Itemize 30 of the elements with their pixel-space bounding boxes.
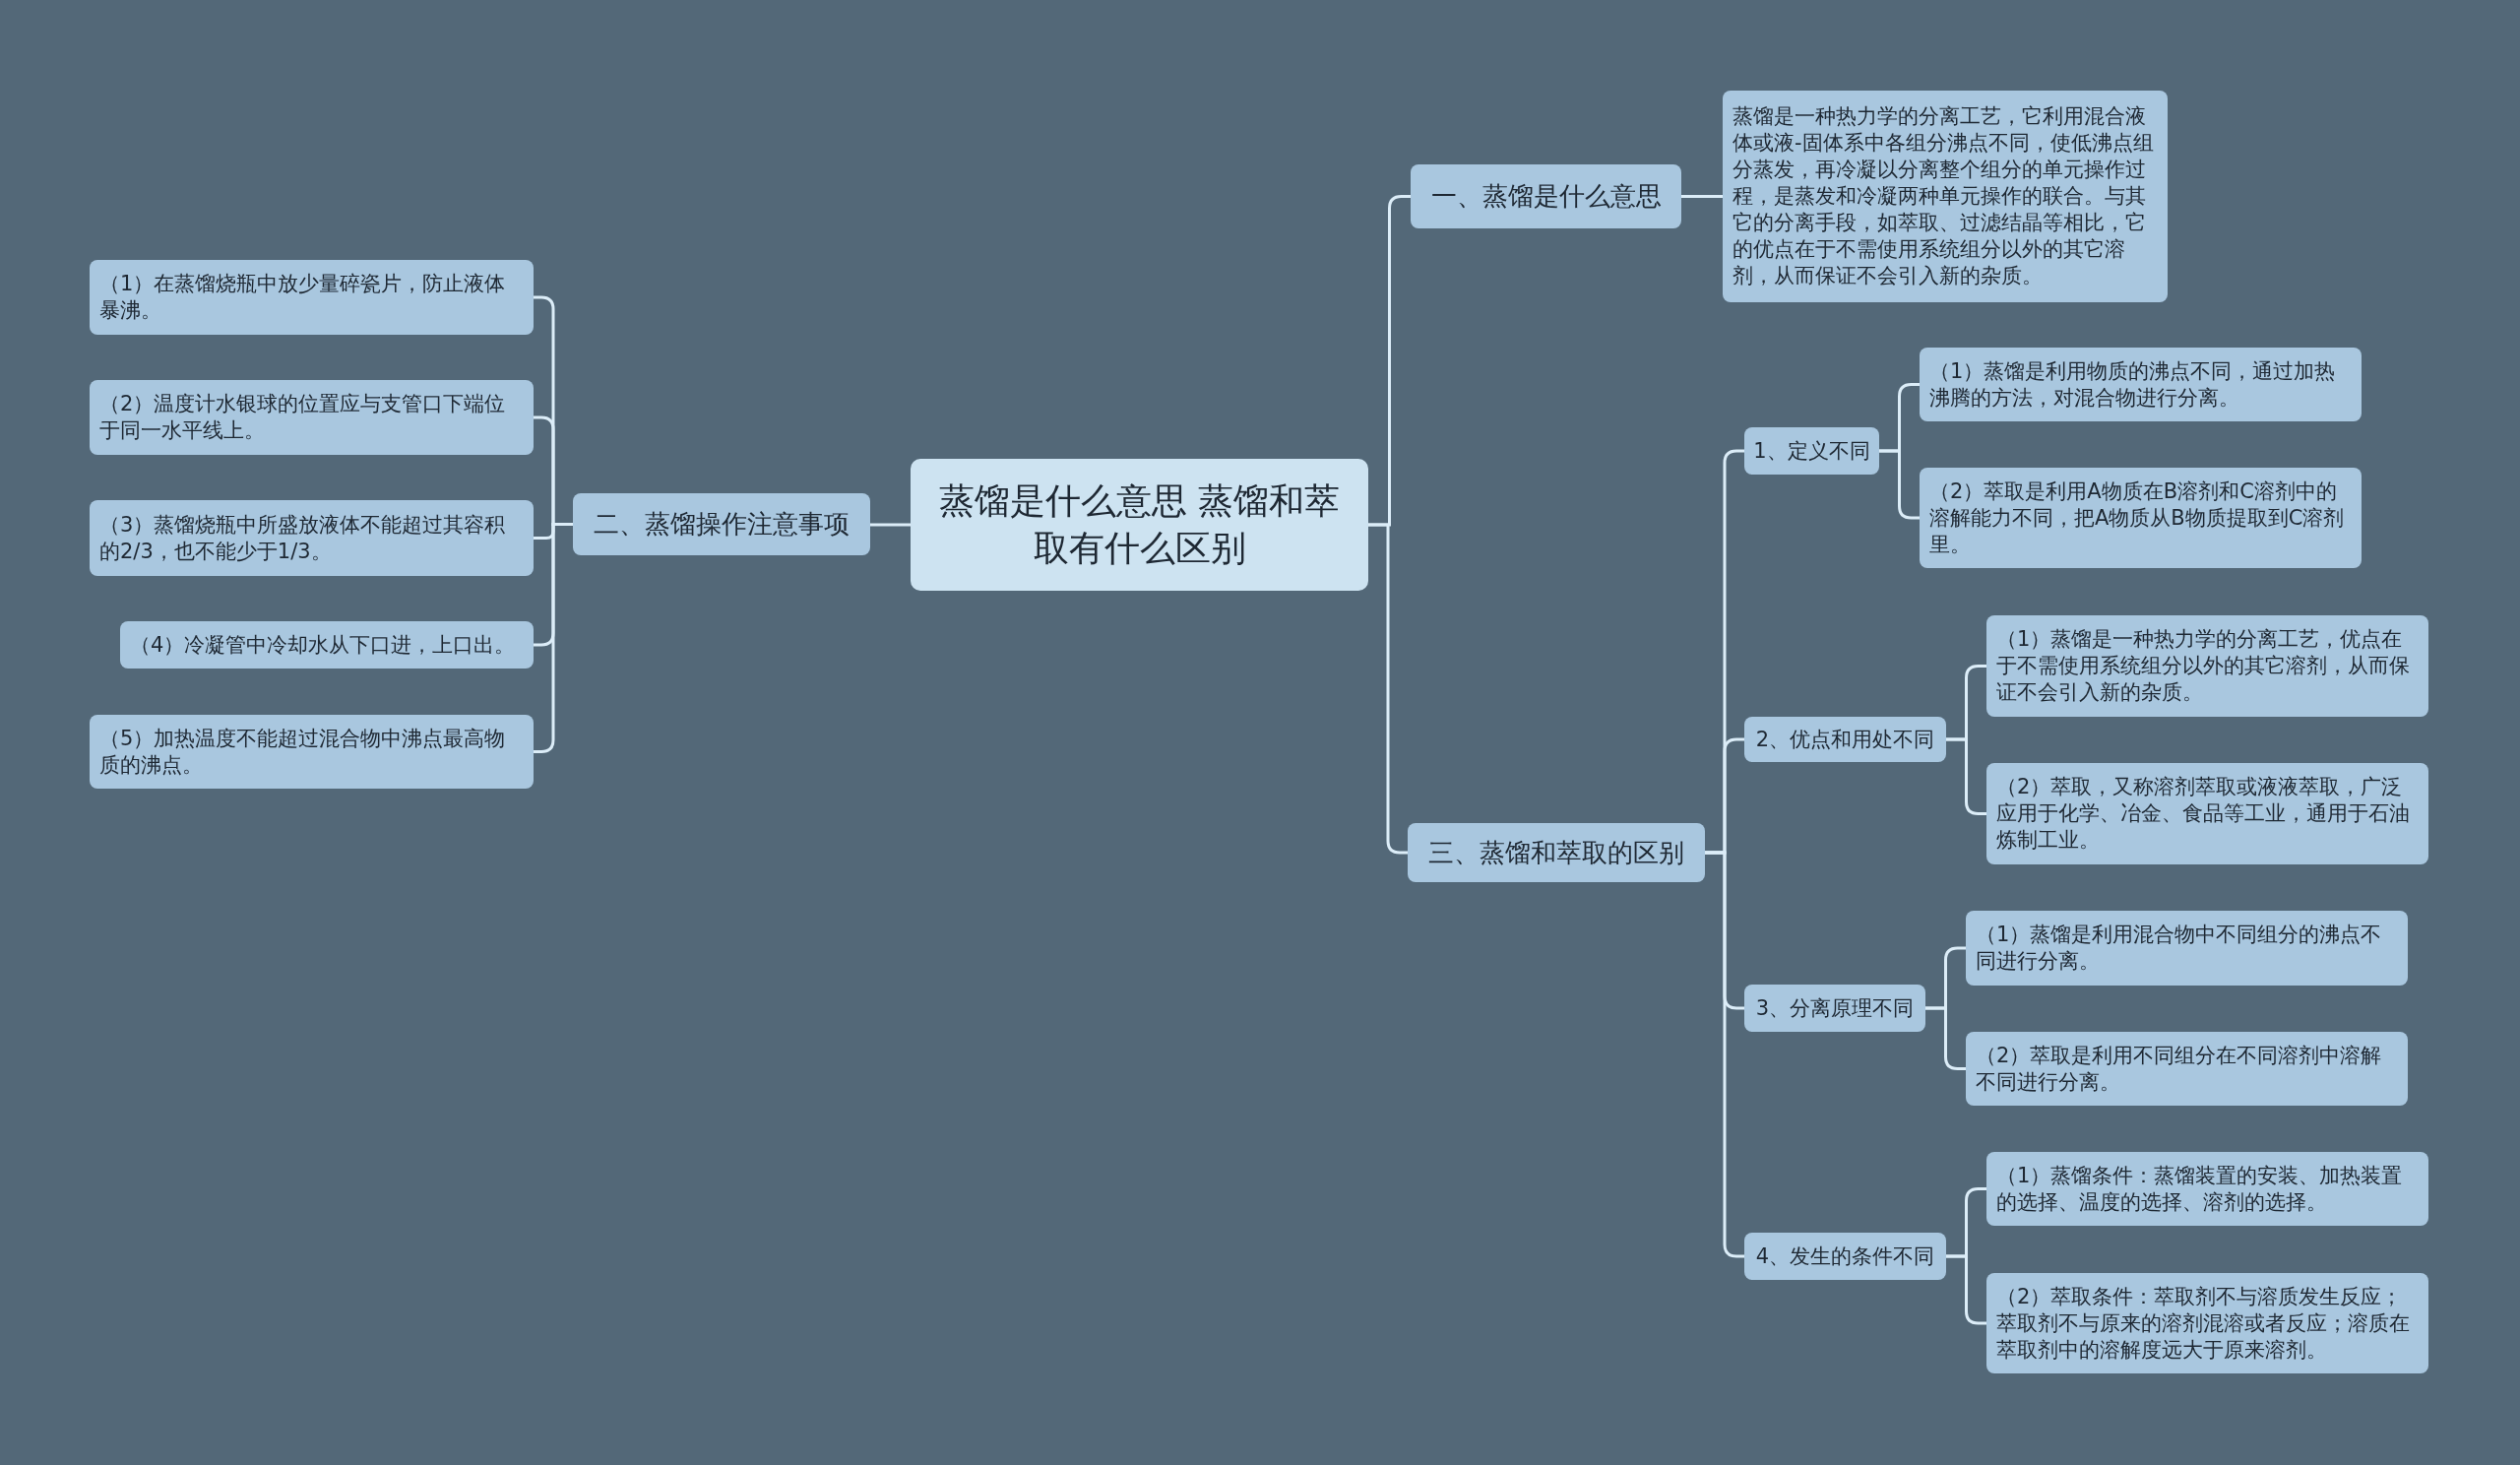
topic-box: 三、蒸馏和萃取的区别: [1408, 823, 1705, 882]
note-box: （4）冷凝管中冷却水从下口进，上口出。: [120, 621, 534, 669]
subtopic-box: 1、定义不同: [1744, 427, 1879, 475]
note-box: （1）蒸馏是利用物质的沸点不同，通过加热沸腾的方法，对混合物进行分离。: [1920, 348, 2362, 421]
topic-box: 一、蒸馏是什么意思: [1411, 164, 1681, 228]
note-box: （2）萃取，又称溶剂萃取或液液萃取，广泛应用于化学、冶金、食品等工业，通用于石油炼制工业。: [1986, 763, 2428, 864]
connector-line: [870, 523, 911, 527]
connector-line: [1946, 1254, 1986, 1325]
connector-line: [1705, 851, 1744, 1258]
central-topic-box: 蒸馏是什么意思 蒸馏和萃取有什么区别: [911, 459, 1368, 591]
note-box: （1）蒸馏是一种热力学的分离工艺，优点在于不需使用系统组分以外的其它溶剂，从而保证不会引入新的杂质。: [1986, 615, 2428, 717]
topic-box: 二、蒸馏操作注意事项: [573, 493, 870, 555]
note-box: （5）加热温度不能超过混合物中沸点最高物质的沸点。: [90, 715, 534, 789]
connector-line: [1925, 1006, 1966, 1070]
connector-line: [1681, 195, 1723, 198]
subtopic-box: 3、分离原理不同: [1744, 985, 1925, 1032]
note-box: （3）蒸馏烧瓶中所盛放液体不能超过其容积的2/3，也不能少于1/3。: [90, 500, 534, 576]
note-box: （1）蒸馏条件：蒸馏装置的安装、加热装置的选择、温度的选择、溶剂的选择。: [1986, 1152, 2428, 1226]
note-box: （2）萃取是利用A物质在B溶剂和C溶剂中的溶解能力不同，把A物质从B物质提取到C溶剂里。: [1920, 468, 2362, 568]
note-box: （2）萃取条件：萃取剂不与溶质发生反应；萃取剂不与原来的溶剂混溶或者反应；溶质在萃取剂中的溶解度远大于原来溶剂。: [1986, 1273, 2428, 1373]
note-box: （2）萃取是利用不同组分在不同溶剂中溶解不同进行分离。: [1966, 1032, 2408, 1106]
note-box: （1）蒸馏是利用混合物中不同组分的沸点不同进行分离。: [1966, 911, 2408, 986]
connector-line: [1368, 523, 1408, 855]
connector-line: [1946, 737, 1986, 815]
subtopic-box: 2、优点和用处不同: [1744, 717, 1946, 762]
note-box: （2）温度计水银球的位置应与支管口下端位于同一水平线上。: [90, 380, 534, 455]
note-box: （1）在蒸馏烧瓶中放少量碎瓷片，防止液体暴沸。: [90, 260, 534, 335]
note-box: 蒸馏是一种热力学的分离工艺，它利用混合液体或液-固体系中各组分沸点不同，使低沸点组分蒸发，再冷凝以分离整个组分的单元操作过程，是蒸发和冷凝两种单元操作的联合。与其它的分离手段，如萃取、过滤结晶等相比，它的优点在于不需使用系统组分以外的其它溶剂，从而保证不会引入新的杂质。: [1723, 91, 2168, 302]
connector-line: [1879, 449, 1920, 520]
subtopic-box: 4、发生的条件不同: [1744, 1233, 1946, 1280]
